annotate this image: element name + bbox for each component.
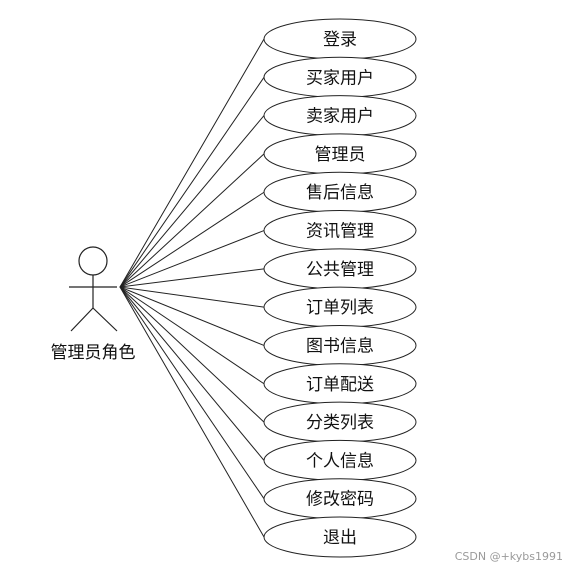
use-case-label: 管理员 (315, 145, 366, 165)
use-case-label: 修改密码 (306, 490, 374, 510)
association-line (119, 286, 265, 385)
use-case-label: 售后信息 (306, 183, 374, 203)
association-line (119, 153, 265, 288)
actor-label: 管理员角色 (51, 343, 136, 363)
association-line (119, 286, 265, 308)
use-case-label: 退出 (323, 528, 357, 548)
association-line (119, 38, 265, 288)
use-case-label: 买家用户 (306, 68, 374, 88)
use-case-label: 图书信息 (306, 336, 374, 356)
association-line (119, 77, 265, 288)
use-case-label: 卖家用户 (306, 107, 374, 127)
actor-head (78, 246, 108, 276)
use-case-label: 订单配送 (306, 375, 374, 395)
association-lines (119, 38, 265, 538)
association-line (119, 286, 265, 423)
association-line (119, 191, 265, 288)
use-cases: 登录买家用户卖家用户管理员售后信息资讯管理公共管理订单列表图书信息订单配送分类列… (263, 18, 417, 558)
use-case-label: 个人信息 (306, 451, 374, 471)
use-case-label: 公共管理 (306, 260, 374, 280)
association-line (119, 286, 265, 346)
association-line (119, 286, 265, 499)
actor-left-leg (70, 307, 94, 332)
association-line (119, 286, 265, 461)
actor-stick-figure (69, 246, 118, 332)
association-line (119, 286, 265, 538)
association-line (119, 268, 265, 288)
use-case-label: 分类列表 (306, 413, 374, 433)
use-case-ellipse (263, 516, 417, 558)
watermark: CSDN @+kybs1991 (455, 550, 563, 563)
use-case-label: 资讯管理 (306, 222, 374, 242)
use-case-label: 订单列表 (306, 298, 374, 318)
association-line (119, 115, 265, 288)
association-line (119, 230, 265, 288)
actor-right-leg (92, 307, 118, 332)
use-case-label: 登录 (323, 30, 357, 50)
